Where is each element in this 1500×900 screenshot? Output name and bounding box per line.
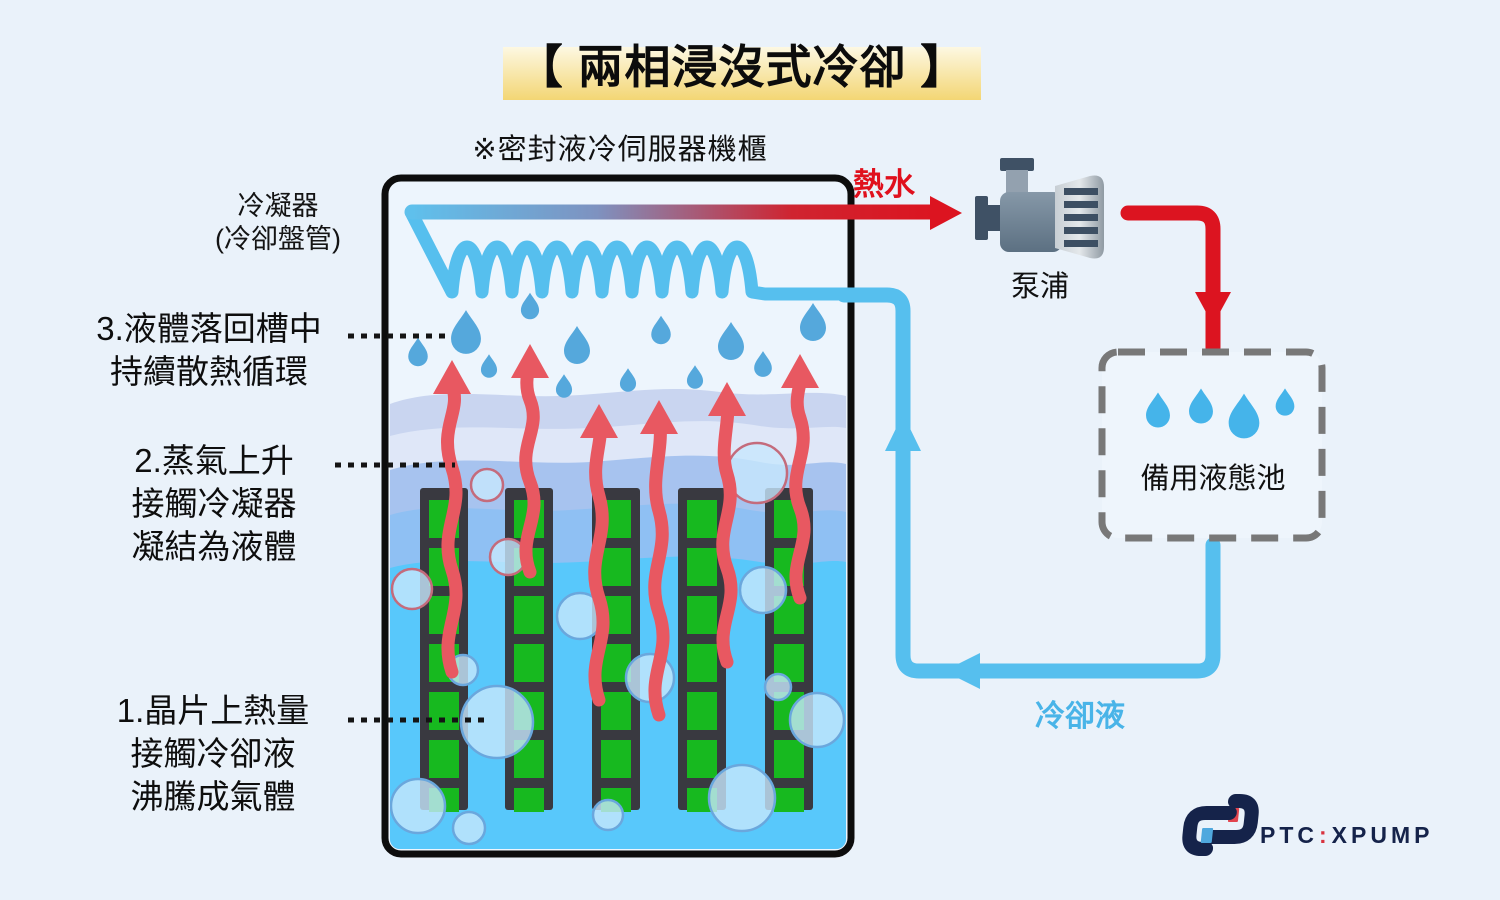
vapor-bubbles — [390, 441, 846, 846]
rising-vapor-arrows — [433, 344, 819, 722]
coolant-label: 冷卻液 — [1035, 700, 1125, 733]
leader-lines — [335, 333, 490, 723]
pump-label: 泵浦 — [1010, 271, 1069, 303]
reserve-pool-label: 備用液態池 — [1140, 463, 1286, 495]
step3-line1: 3.液體落回槽中 — [96, 310, 322, 347]
step3-label: 3.液體落回槽中 持續散熱循環 — [63, 308, 355, 394]
ptcxpump-logo-text: PTC:XPUMP — [1260, 822, 1433, 849]
logo-part1: PTC — [1260, 822, 1318, 848]
vapor-arrowheads — [433, 344, 819, 438]
logo-part2: XPUMP — [1331, 822, 1434, 848]
step1-line3: 沸騰成氣體 — [130, 777, 296, 815]
step2-line3: 凝結為液體 — [131, 527, 297, 565]
logo-separator: : — [1319, 822, 1331, 848]
condenser-label-line1: 冷凝器 — [237, 191, 319, 221]
step2-line2: 接觸冷凝器 — [131, 484, 297, 522]
coolant-return-pipe — [836, 287, 1221, 689]
step1-line2: 接觸冷卻液 — [130, 734, 296, 772]
step1-line1: 1.晶片上熱量 — [116, 692, 310, 729]
hot-water-pipe — [404, 196, 1231, 356]
ptcxpump-logo-icon — [1182, 794, 1259, 856]
condenser-label: 冷凝器 (冷卻盤管) — [183, 190, 373, 256]
pump-icon — [975, 158, 1104, 259]
condenser-label-line2: (冷卻盤管) — [215, 223, 341, 254]
title-highlight: 【 兩相浸沒式冷卻 】 — [503, 41, 981, 100]
tank-caption: ※密封液冷伺服器機櫃 — [472, 134, 768, 166]
hot-water-label: 熱水 — [853, 167, 915, 202]
page-title: 【 兩相浸沒式冷卻 】 — [516, 41, 968, 93]
step1-label: 1.晶片上熱量 接觸冷卻液 沸騰成氣體 — [88, 690, 338, 819]
coolant-arrowheads — [885, 414, 980, 689]
step2-line1: 2.蒸氣上升 — [134, 442, 294, 479]
step3-line2: 持續散熱循環 — [110, 352, 308, 390]
condenser-coil — [405, 207, 853, 301]
reserve-pool-box — [1098, 348, 1326, 542]
step2-label: 2.蒸氣上升 接觸冷凝器 凝結為液體 — [100, 440, 328, 569]
